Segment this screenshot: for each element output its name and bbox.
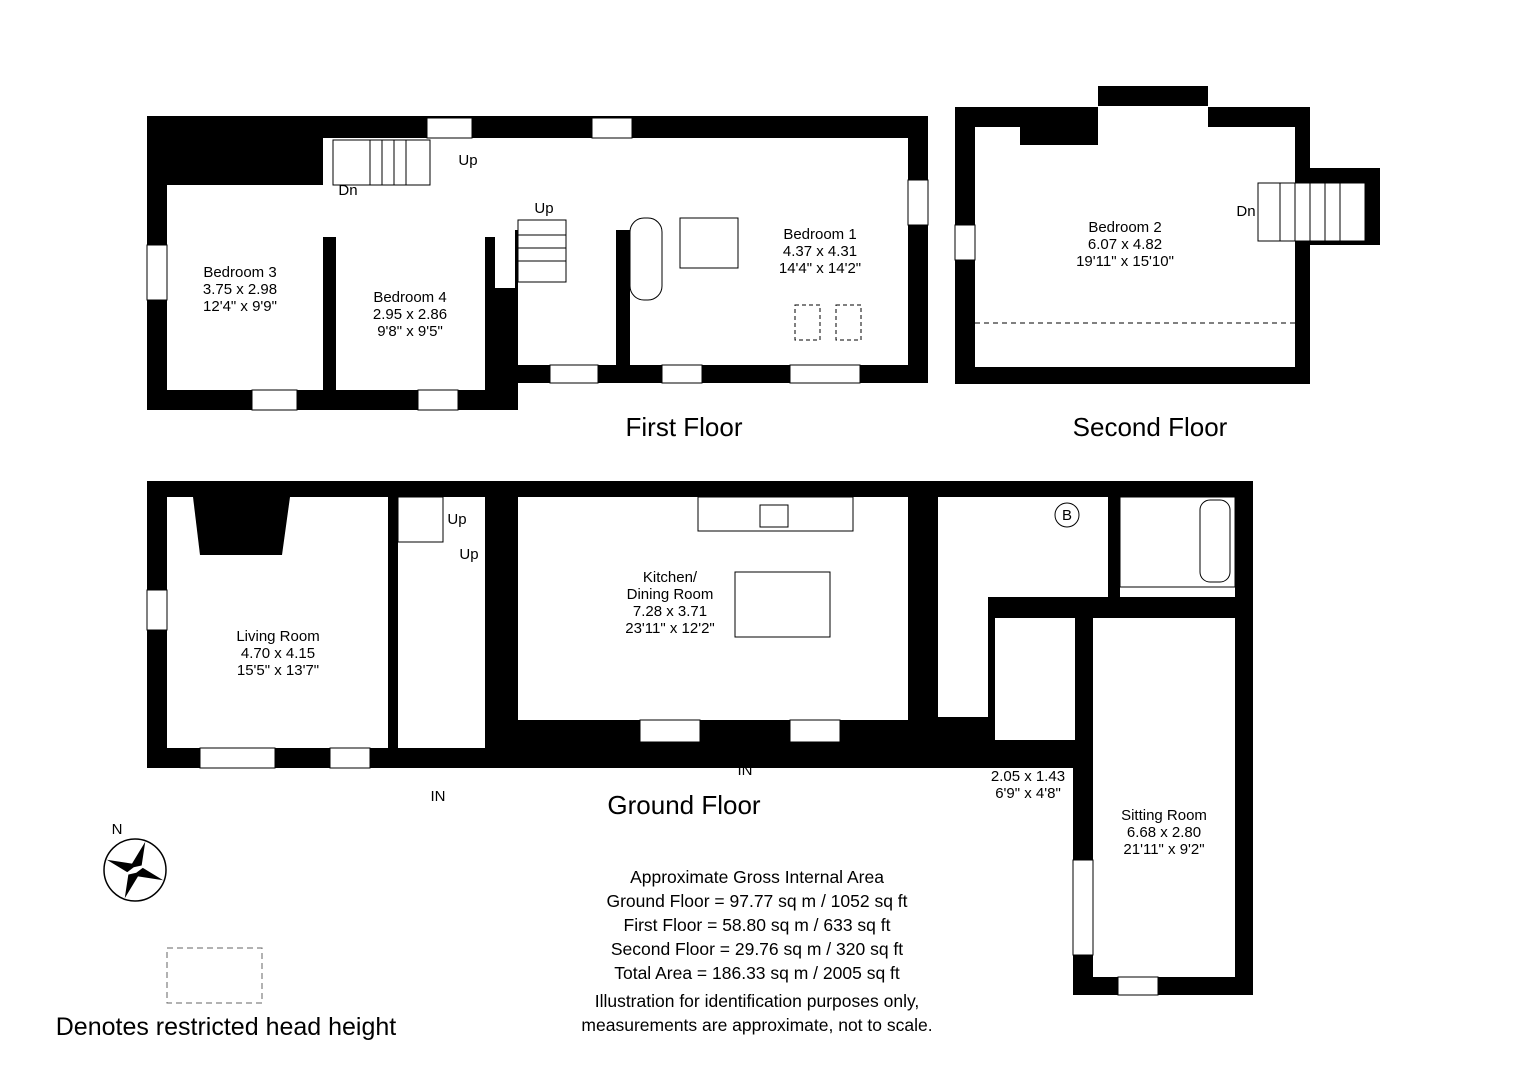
ground-floor-plan	[146, 481, 1253, 996]
room-name: Bedroom 4	[373, 289, 446, 306]
room-metric: 2.95 x 2.86	[373, 306, 447, 323]
room-metric: 6.68 x 2.80	[1127, 824, 1201, 841]
stair-label: Up	[459, 546, 478, 563]
compass-north-label: N	[112, 821, 123, 838]
room-name: Living Room	[236, 628, 319, 645]
room-name: Bedroom 1	[783, 226, 856, 243]
room-name: Bedroom 3	[203, 264, 276, 281]
room-hall	[398, 497, 485, 748]
disclaimer-line: measurements are approximate, not to sca…	[581, 1015, 932, 1035]
room-utility	[995, 618, 1075, 740]
compass-rose-icon	[103, 838, 167, 902]
disclaimer-line: Illustration for identification purposes…	[595, 991, 920, 1011]
room-metric: 2.05 x 1.43	[991, 768, 1065, 785]
room-imperial: 23'11" x 12'2"	[625, 620, 715, 637]
stair-label: Up	[534, 200, 553, 217]
room-bathroom	[518, 210, 616, 365]
restricted-head-height-legend-swatch	[166, 947, 263, 1004]
room-metric: 7.28 x 3.71	[633, 603, 707, 620]
room-name: Bedroom 2	[1088, 219, 1161, 236]
room-metric: 6.07 x 4.82	[1088, 236, 1162, 253]
room-imperial: 6'9" x 4'8"	[995, 785, 1061, 802]
floor-title-ground: Ground Floor	[607, 790, 761, 820]
stair-label: Up	[447, 511, 466, 528]
room-imperial: 9'8" x 9'5"	[377, 323, 443, 340]
room-sitting-room	[1093, 618, 1235, 977]
stair-label: Up	[458, 152, 477, 169]
floor-title-first: First Floor	[626, 412, 743, 442]
room-imperial: 12'4" x 9'9"	[203, 298, 277, 315]
room-bedroom-4	[336, 237, 485, 390]
area-line: Second Floor = 29.76 sq m / 320 sq ft	[611, 939, 903, 959]
room-imperial: 14'4" x 14'2"	[779, 260, 861, 277]
room-name: Utility Room	[988, 751, 1069, 768]
room-metric: 3.75 x 2.98	[203, 281, 277, 298]
room-ensuite	[630, 210, 748, 365]
entrance-label: IN	[738, 762, 753, 779]
boiler-label: B	[1062, 507, 1072, 524]
legend-label: Denotes restricted head height	[56, 1013, 397, 1041]
floor-title-second: Second Floor	[1073, 412, 1228, 442]
room-metric: 4.37 x 4.31	[783, 243, 857, 260]
room-imperial: 15'5" x 13'7"	[237, 662, 319, 679]
room-name: Sitting Room	[1121, 807, 1207, 824]
room-name: Kitchen/	[643, 569, 698, 586]
room-imperial: 21'11" x 9'2"	[1123, 841, 1204, 858]
stair-label: Dn	[1236, 203, 1255, 220]
area-title: Approximate Gross Internal Area	[630, 867, 884, 887]
entrance-label: IN	[431, 788, 446, 805]
room-bedroom-2	[975, 106, 1295, 367]
second-floor-plan	[954, 86, 1380, 384]
room-kitchen-dining	[518, 497, 908, 720]
area-line: Total Area = 186.33 sq m / 2005 sq ft	[614, 963, 900, 983]
room-imperial: 19'11" x 15'10"	[1076, 253, 1174, 270]
first-floor-plan	[146, 116, 929, 411]
room-bedroom-1	[748, 138, 908, 365]
room-metric: 4.70 x 4.15	[241, 645, 315, 662]
area-line: Ground Floor = 97.77 sq m / 1052 sq ft	[606, 891, 907, 911]
area-line: First Floor = 58.80 sq m / 633 sq ft	[624, 915, 891, 935]
room-bedroom-3	[167, 185, 323, 390]
stair-label: Dn	[338, 182, 357, 199]
room-name-line-2: Dining Room	[627, 586, 714, 603]
labels: Bedroom 3 3.75 x 2.98 12'4" x 9'9" Bedro…	[56, 152, 1256, 1041]
